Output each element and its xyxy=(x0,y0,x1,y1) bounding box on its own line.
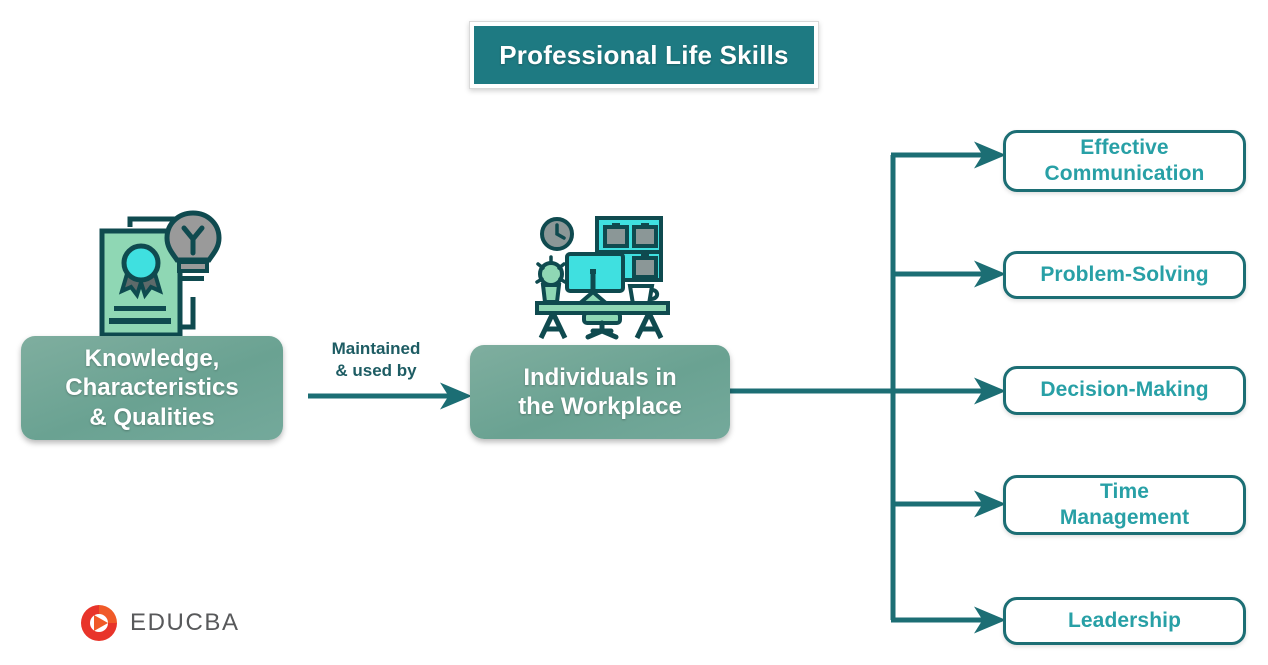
educba-wordmark: EDUCBA xyxy=(130,609,240,636)
connector-caption-line-2: & used by xyxy=(335,361,417,381)
skill-box-time-management[interactable]: Time Management xyxy=(1003,475,1246,535)
educba-logo: EDUCBA xyxy=(78,601,238,645)
source-box-knowledge[interactable]: Knowledge, Characteristics & Qualities xyxy=(21,336,283,440)
middle-box-label: Individuals in the Workplace xyxy=(518,363,682,422)
source-box-label: Knowledge, Characteristics & Qualities xyxy=(65,344,238,432)
skill-box-effective-communication[interactable]: Effective Communication xyxy=(1003,130,1246,192)
page-title: Professional Life Skills xyxy=(499,39,789,70)
skill-box-label: Effective Communication xyxy=(1045,135,1205,187)
skill-line-1: Effective xyxy=(1080,135,1169,159)
middle-box-line-1: Individuals in xyxy=(523,363,677,391)
source-box-line-1: Knowledge, xyxy=(84,345,220,373)
skill-line-1: Leadership xyxy=(1067,608,1182,632)
skill-box-label: Problem-Solving xyxy=(1040,262,1208,288)
middle-box-individuals-in-the-workplace[interactable]: Individuals in the Workplace xyxy=(470,345,730,439)
connector-caption: Maintained & used by xyxy=(306,338,446,383)
office-desk-icon xyxy=(535,212,670,340)
skill-box-problem-solving[interactable]: Problem-Solving xyxy=(1003,251,1246,299)
source-box-line-2: Characteristics xyxy=(65,374,239,402)
skill-line-1: Time xyxy=(1099,479,1150,503)
skill-line-1: Problem-Solving xyxy=(1040,262,1209,286)
skill-line-2: Communication xyxy=(1044,162,1205,185)
skill-line-1: Decision-Making xyxy=(1040,378,1209,402)
skill-box-label: Decision-Making xyxy=(1040,377,1208,403)
certificate-lightbulb-icon xyxy=(92,205,222,340)
middle-box-line-2: the Workplace xyxy=(518,393,682,420)
source-box-line-3: & Qualities xyxy=(89,403,215,431)
skill-box-leadership[interactable]: Leadership xyxy=(1003,597,1246,645)
title-banner-inner: Professional Life Skills xyxy=(474,26,814,84)
skill-box-decision-making[interactable]: Decision-Making xyxy=(1003,366,1246,415)
title-banner: Professional Life Skills xyxy=(469,21,819,89)
connector-caption-line-1: Maintained xyxy=(331,339,421,358)
educba-play-circle-icon xyxy=(81,605,117,641)
skill-box-label: Time Management xyxy=(1060,479,1189,531)
skill-box-label: Leadership xyxy=(1068,608,1181,634)
skill-line-2: Management xyxy=(1059,506,1190,529)
